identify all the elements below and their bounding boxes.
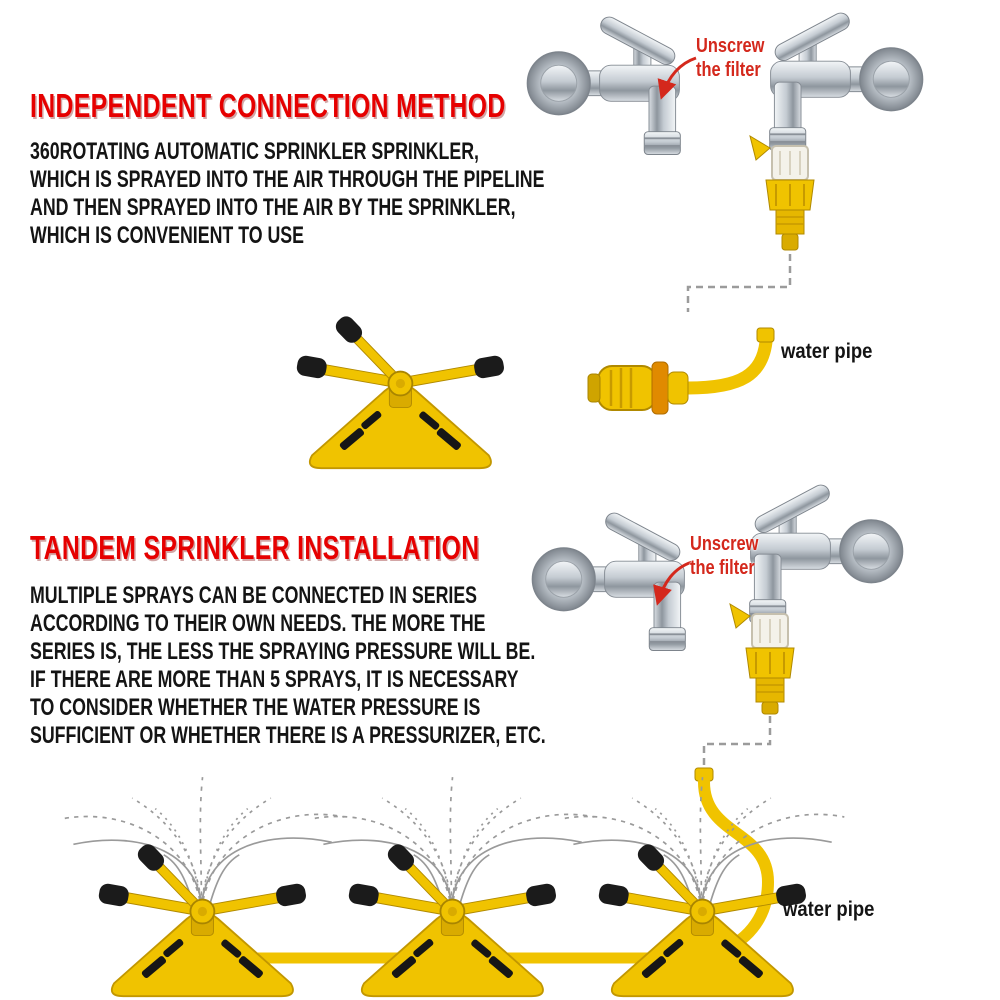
- section2-body-line: MULTIPLE SPRAYS CAN BE CONNECTED IN SERI…: [30, 582, 478, 609]
- section2-body-line: ACCORDING TO THEIR OWN NEEDS. THE MORE T…: [30, 610, 486, 637]
- section1-body-line: 360ROTATING AUTOMATIC SPRINKLER SPRINKLE…: [30, 138, 479, 165]
- connection-dashed-line-1: [686, 254, 792, 312]
- section2-body-line: IF THERE ARE MORE THAN 5 SPRAYS, IT IS N…: [30, 666, 519, 693]
- section2-unscrew-annotation: Unscrew the filter: [690, 532, 773, 580]
- connection-dashed-line-2: [702, 716, 772, 766]
- section1-water-pipe-label: water pipe: [781, 340, 873, 363]
- filter-adapter-2: [729, 602, 795, 715]
- section2-body-line: SERIES IS, THE LESS THE SPRAYING PRESSUR…: [30, 638, 536, 665]
- faucet-right-1: [768, 9, 924, 152]
- section2-body-line: TO CONSIDER WHETHER THE WATER PRESSURE I…: [30, 694, 481, 721]
- hose-quick-connector: [587, 361, 689, 415]
- unscrew-arrow-1: [657, 56, 697, 100]
- unscrew-arrow-2: [653, 560, 693, 606]
- section1-body-line: WHICH IS CONVENIENT TO USE: [30, 222, 304, 249]
- section2-water-pipe-label: water pipe: [783, 898, 875, 921]
- annotation-line: Unscrew: [690, 533, 759, 555]
- section1-body-line: WHICH IS SPRAYED INTO THE AIR THROUGH TH…: [30, 166, 545, 193]
- section1-heading: INDEPENDENT CONNECTION METHOD: [30, 87, 506, 124]
- section2-body-line: SUFFICIENT OR WHETHER THERE IS A PRESSUR…: [30, 722, 546, 749]
- annotation-line: Unscrew: [696, 35, 765, 57]
- filter-adapter-1: [749, 134, 815, 251]
- section2-body: MULTIPLE SPRAYS CAN BE CONNECTED IN SERI…: [30, 582, 727, 750]
- section2-heading: TANDEM SPRINKLER INSTALLATION: [30, 529, 480, 566]
- water-pipe-1: [681, 335, 773, 395]
- water-pipe-riser-2: [698, 776, 775, 958]
- section1-unscrew-annotation: Unscrew the filter: [696, 34, 779, 82]
- section1-body-line: AND THEN SPRAYED INTO THE AIR BY THE SPR…: [30, 194, 516, 221]
- pipe-fitting-1: [756, 327, 775, 343]
- annotation-line: the filter: [690, 557, 755, 579]
- series-sprinkler-2: [346, 840, 559, 998]
- series-sprinkler-3: [596, 840, 809, 998]
- series-sprinkler-1: [96, 840, 309, 998]
- sprinkler-product: [294, 312, 507, 470]
- section1-body: 360ROTATING AUTOMATIC SPRINKLER SPRINKLE…: [30, 138, 725, 250]
- annotation-line: the filter: [696, 59, 761, 81]
- faucet-left-1: [526, 13, 682, 156]
